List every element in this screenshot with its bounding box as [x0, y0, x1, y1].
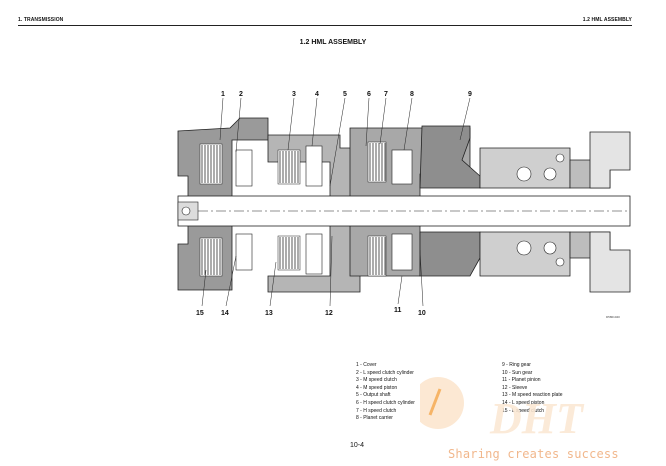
subsection-header: 1.2 HML ASSEMBLY — [582, 17, 632, 23]
legend-item: 7 - H speed clutch — [356, 407, 397, 414]
callout-2: 2 — [239, 91, 243, 98]
drawing-code: D5801040 — [606, 315, 620, 319]
legend-item: 14 - L speed piston — [502, 399, 545, 406]
callout-5: 5 — [343, 91, 347, 98]
callout-1: 1 — [221, 91, 225, 98]
page-number: 10-4 — [350, 442, 365, 449]
callout-4: 4 — [315, 91, 319, 98]
hml-assembly-diagram: 1 2 3 4 5 6 7 8 9 15 14 13 12 11 10 D580… — [177, 91, 631, 319]
callout-10: 10 — [418, 310, 426, 317]
callout-6: 6 — [367, 91, 371, 98]
legend-item: 15 - L speed clutch — [502, 407, 545, 414]
legend-item: 13 - M speed reaction plate — [502, 392, 563, 399]
legend-item: 6 - H speed clutch cylinder — [356, 399, 415, 406]
callouts-bottom: 15 14 13 12 11 10 — [196, 307, 426, 317]
legend-right: 9 - Ring gear 10 - Sun gear 11 - Planet … — [502, 362, 622, 415]
section-header: 1. TRANSMISSION — [18, 17, 64, 23]
callout-13: 13 — [265, 310, 273, 317]
legend-item: 1 - Cover — [356, 362, 377, 368]
page-title: 1.2 HML ASSEMBLY — [299, 39, 367, 46]
legend-item: 4 - M speed piston — [356, 384, 398, 391]
watermark-text: Sharing creates success — [448, 447, 619, 461]
callout-14: 14 — [221, 310, 229, 317]
legend-item: 5 - Output shaft — [356, 392, 391, 399]
legend-left: 1 - Cover 2 - L speed clutch cylinder 3 … — [356, 362, 486, 423]
legend-item: 12 - Sleeve — [502, 384, 528, 391]
callout-8: 8 — [410, 91, 414, 98]
callout-12: 12 — [325, 310, 333, 317]
legend-item: 9 - Ring gear — [502, 362, 531, 368]
legend-item: 3 - M speed clutch — [356, 377, 397, 384]
callout-3: 3 — [292, 91, 296, 98]
legend-item: 2 - L speed clutch cylinder — [356, 369, 414, 376]
callout-11: 11 — [394, 307, 402, 314]
callouts-top: 1 2 3 4 5 6 7 8 9 — [221, 91, 472, 98]
legend-item: 8 - Planet carrier — [356, 415, 393, 422]
callout-9: 9 — [468, 91, 472, 98]
callout-7: 7 — [384, 91, 388, 98]
legend-item: 11 - Planet pinion — [502, 377, 541, 384]
header-rule — [18, 25, 632, 26]
callout-15: 15 — [196, 310, 204, 317]
legend-item: 10 - Sun gear — [502, 369, 533, 376]
